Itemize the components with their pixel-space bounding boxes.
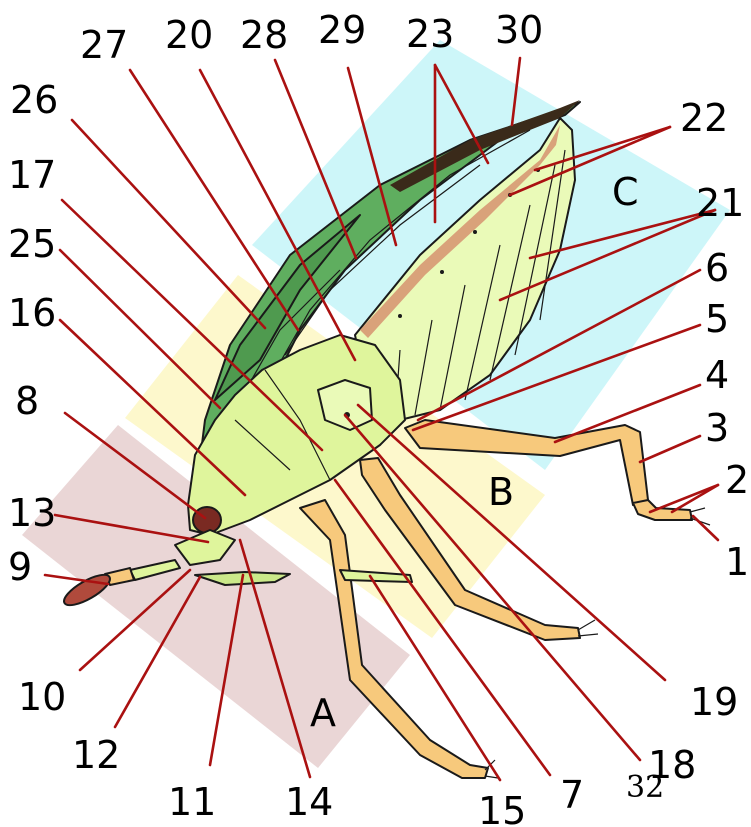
label-8: 8 <box>15 379 39 423</box>
label-14: 14 <box>285 780 333 824</box>
region-b-label: B <box>488 470 514 514</box>
label-5: 5 <box>705 297 729 341</box>
label-17: 17 <box>8 153 56 197</box>
region-a-label: A <box>310 691 336 735</box>
label-15: 15 <box>478 789 526 827</box>
label-7: 7 <box>560 773 584 817</box>
label-3: 3 <box>705 406 729 450</box>
label-20: 20 <box>165 13 213 57</box>
label-21: 21 <box>696 181 744 225</box>
label-9: 9 <box>8 545 32 589</box>
label-26: 26 <box>10 78 58 122</box>
region-c-label: C <box>612 170 639 214</box>
label-28: 28 <box>240 13 288 57</box>
label-19: 19 <box>690 680 738 724</box>
label-2: 2 <box>725 458 749 502</box>
label-10: 10 <box>18 675 66 719</box>
label-16: 16 <box>8 291 56 335</box>
label-22: 22 <box>680 96 728 140</box>
label-27: 27 <box>80 23 128 67</box>
label-4: 4 <box>705 353 729 397</box>
page-number: 32 <box>626 770 664 805</box>
label-11: 11 <box>168 780 216 824</box>
label-13: 13 <box>8 491 56 535</box>
label-23: 23 <box>406 12 454 56</box>
label-25: 25 <box>8 222 56 266</box>
label-6: 6 <box>705 246 729 290</box>
label-1: 1 <box>725 540 749 584</box>
label-30: 30 <box>495 8 543 52</box>
label-29: 29 <box>318 8 366 52</box>
label-12: 12 <box>72 733 120 777</box>
